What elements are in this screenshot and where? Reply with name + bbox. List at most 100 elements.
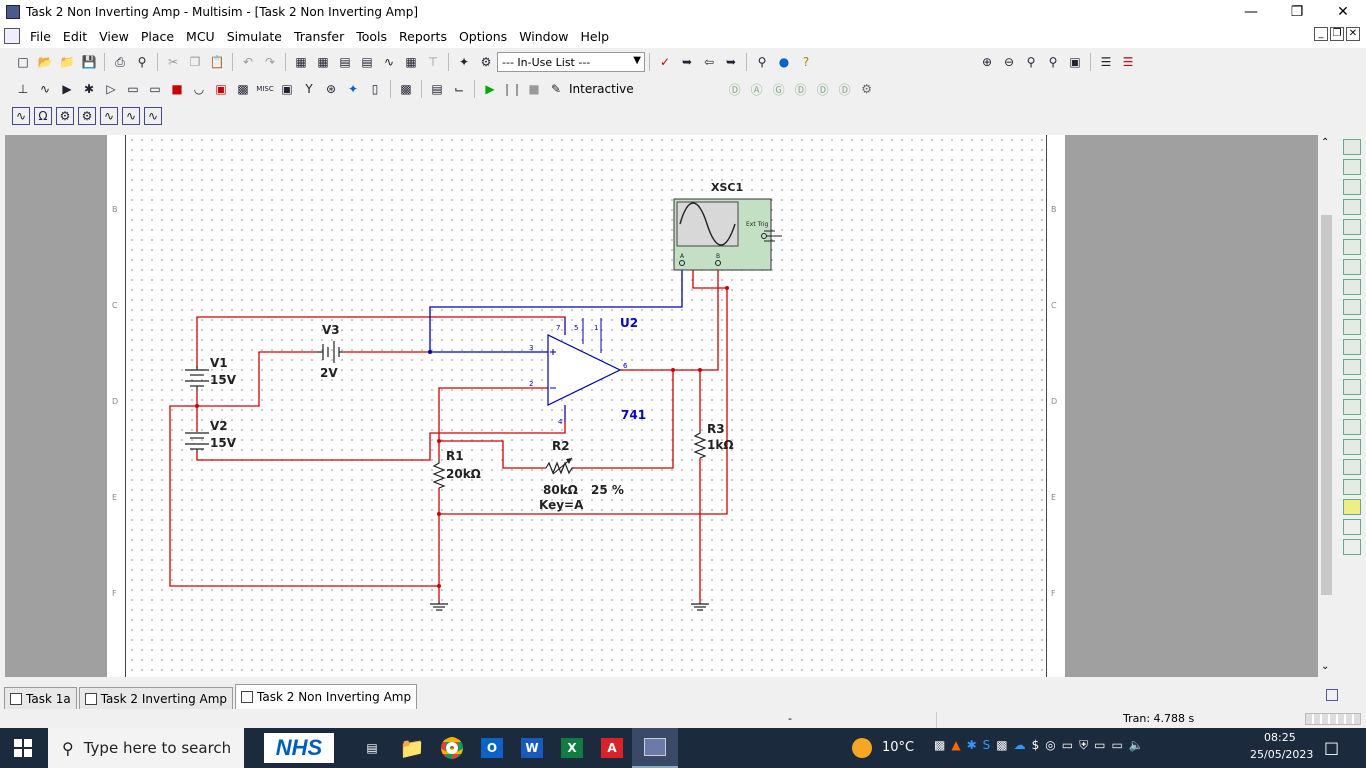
full-screen-icon[interactable]: ▣ [1069,55,1081,69]
vertical-scrollbar[interactable]: ⌃ ⌄ [1318,135,1335,677]
help-icon[interactable]: ? [802,55,810,69]
scrollbar-thumb[interactable] [1321,215,1332,595]
create-component-icon[interactable]: ✦ [458,55,470,69]
transfer-icon[interactable]: ➥ [725,55,737,69]
mdi-minimize-button[interactable]: _ [1314,27,1328,41]
place-diode-icon[interactable]: ▶ [62,82,72,96]
windows-start-icon[interactable] [14,739,32,757]
menu-edit[interactable]: Edit [62,28,88,44]
clock-date[interactable]: 25/05/2023 [1250,748,1314,761]
agilent-oscilloscope-icon[interactable] [1343,459,1361,475]
place-cmos-icon[interactable]: ▭ [149,82,161,96]
place-mcu-icon[interactable]: ▯ [371,82,379,96]
spreadsheet-view-icon[interactable]: ▦ [317,55,329,69]
place-connector-icon[interactable]: ⌙ [453,82,465,96]
tab-task-2-inverting-amp[interactable]: Task 2 Inverting Amp [78,687,234,709]
wattmeter-icon[interactable] [1343,179,1361,195]
word-generator-icon[interactable] [1343,279,1361,295]
tektronix-oscilloscope-icon[interactable] [1343,479,1361,495]
place-analog-icon[interactable]: ▷ [106,82,116,96]
grapher-view-icon[interactable]: ∿ [12,107,30,125]
distortion-analyzer-icon[interactable] [1343,359,1361,375]
pause-icon[interactable]: ❙❙ [501,82,523,96]
probe-diff-voltage-icon[interactable]: Ⓓ [794,82,807,97]
erc-icon[interactable]: ✓ [659,55,671,69]
zoom-area-icon[interactable]: ⚲ [1026,55,1036,69]
bluetooth-icon[interactable]: ✱ [966,738,977,752]
cut-icon[interactable]: ✂ [167,55,179,69]
database-manager-icon[interactable]: ▤ [361,55,373,69]
menu-transfer[interactable]: Transfer [293,28,345,44]
multisim-taskbar-icon[interactable] [632,728,678,768]
task-view-icon[interactable]: ▤ [366,741,378,755]
grapher-icon[interactable]: ∿ [383,55,395,69]
place-ni-icon[interactable]: ✦ [347,82,359,96]
analysis-icon[interactable]: ∿ [144,107,162,125]
tray-cast-icon[interactable]: ▭ [1061,738,1074,752]
place-mixed-icon[interactable]: ◡ [193,82,205,96]
nhs-logo-button[interactable]: NHS [264,733,334,763]
place-hierarchical-icon[interactable]: ▩ [400,82,412,96]
place-transistor-icon[interactable]: ✱ [83,82,95,96]
print-icon[interactable]: ⎙ [115,54,125,69]
place-basic-icon[interactable]: ∿ [39,82,51,96]
component-wizard-icon[interactable]: ⊤ [427,55,439,69]
redo-icon[interactable]: ↷ [264,55,276,69]
mdi-close-button[interactable]: ✕ [1346,27,1360,41]
in-use-list-dropdown[interactable]: --- In-Use List ---▼ [497,52,645,72]
ohm-icon[interactable]: Ω [34,107,52,125]
place-misc-digital-icon[interactable]: ■ [171,82,183,96]
close-button[interactable]: ✕ [1337,4,1349,20]
place-indicator-icon[interactable]: ▣ [215,82,227,96]
agilent-multimeter-icon[interactable] [1343,439,1361,455]
undo-icon[interactable]: ↶ [242,55,254,69]
agilent-generator-icon[interactable] [1343,419,1361,435]
word-icon[interactable]: W [512,728,552,768]
menu-place[interactable]: Place [140,28,175,44]
spectrum-analyzer-icon[interactable] [1343,379,1361,395]
four-channel-oscilloscope-icon[interactable] [1343,219,1361,235]
tab-task-1a[interactable]: Task 1a [4,687,77,709]
spectrum-icon[interactable]: ∿ [122,107,140,125]
place-source-icon[interactable]: ⊥ [17,82,29,96]
notification-icon[interactable]: □ [1324,738,1340,757]
bode-icon[interactable]: ⚙ [56,107,74,125]
tray-shield-icon[interactable]: ⛨ [1079,738,1089,752]
network-analyzer-icon[interactable] [1343,399,1361,415]
ercs-icon[interactable]: ⚙ [480,55,492,69]
find-examples-icon[interactable]: ⚲ [757,55,767,69]
menu-reports[interactable]: Reports [399,28,447,44]
zoom-in-icon[interactable]: ⊕ [981,55,993,69]
open-sample-icon[interactable]: 📁 [59,55,75,69]
bode-plotter-icon[interactable] [1343,239,1361,255]
labview-icon[interactable] [1343,499,1361,515]
tray-update-icon[interactable]: ▲ [951,738,961,752]
graphic-annotation-icon[interactable]: ☰ [1100,55,1112,69]
probe-digital-icon[interactable]: Ⓓ [838,82,851,97]
iv-analyzer-icon[interactable] [1343,339,1361,355]
place-power-icon[interactable]: ▩ [237,82,249,96]
run-icon[interactable]: ▶ [485,82,495,96]
maximize-button[interactable]: ❐ [1290,4,1304,20]
probe-settings-icon[interactable]: ⚙ [861,82,873,96]
back-annotate-icon[interactable]: ⇦ [703,55,715,69]
schematic-sheet[interactable] [107,135,1065,677]
wave-icon[interactable]: ∿ [100,107,118,125]
toggle-design-toolbox-icon[interactable]: ▦ [295,55,307,69]
excel-icon[interactable]: X [552,728,592,768]
weather-icon[interactable] [852,738,872,758]
frequency-counter-icon[interactable] [1343,259,1361,275]
place-misc-icon[interactable]: MISC [256,85,274,93]
place-bus-icon[interactable]: ▤ [431,82,443,96]
save-icon[interactable]: 💾 [81,55,97,69]
menu-tools[interactable]: Tools [356,28,388,44]
scroll-down-icon[interactable]: ⌄ [1321,661,1330,672]
probe-current-icon[interactable]: Ⓐ [750,82,763,97]
taskbar-search-box[interactable]: ⚲ Type here to search [48,728,244,768]
probe-icon[interactable]: ✎ [550,82,562,96]
community-icon[interactable]: ● [778,55,790,69]
probe-voltage-icon[interactable]: Ⓓ [728,82,741,97]
tray-nhs-icon[interactable]: ▩ [996,738,1008,752]
forward-annotate-icon[interactable]: ➥ [681,55,693,69]
logic-analyzer-icon[interactable] [1343,319,1361,335]
